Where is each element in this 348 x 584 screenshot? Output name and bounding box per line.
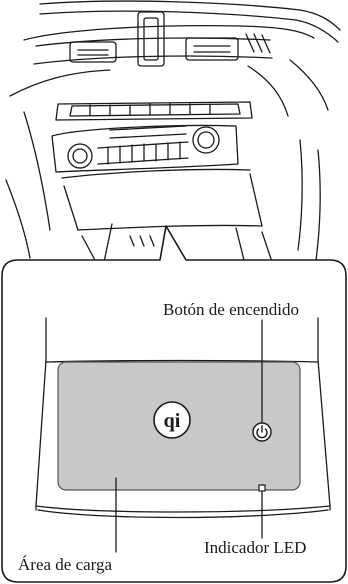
led-indicator-label: Indicador LED [204, 538, 307, 557]
led-indicator [258, 484, 266, 492]
svg-text:qi: qi [164, 410, 181, 432]
charging-area-label: Área de carga [18, 555, 113, 574]
charger-module [35, 317, 331, 519]
qi-logo-icon: qi [153, 401, 191, 439]
dashboard-illustration [5, 0, 341, 263]
power-icon [256, 425, 268, 439]
power-button[interactable] [252, 422, 272, 442]
power-button-label: Botón de encendido [163, 300, 299, 319]
